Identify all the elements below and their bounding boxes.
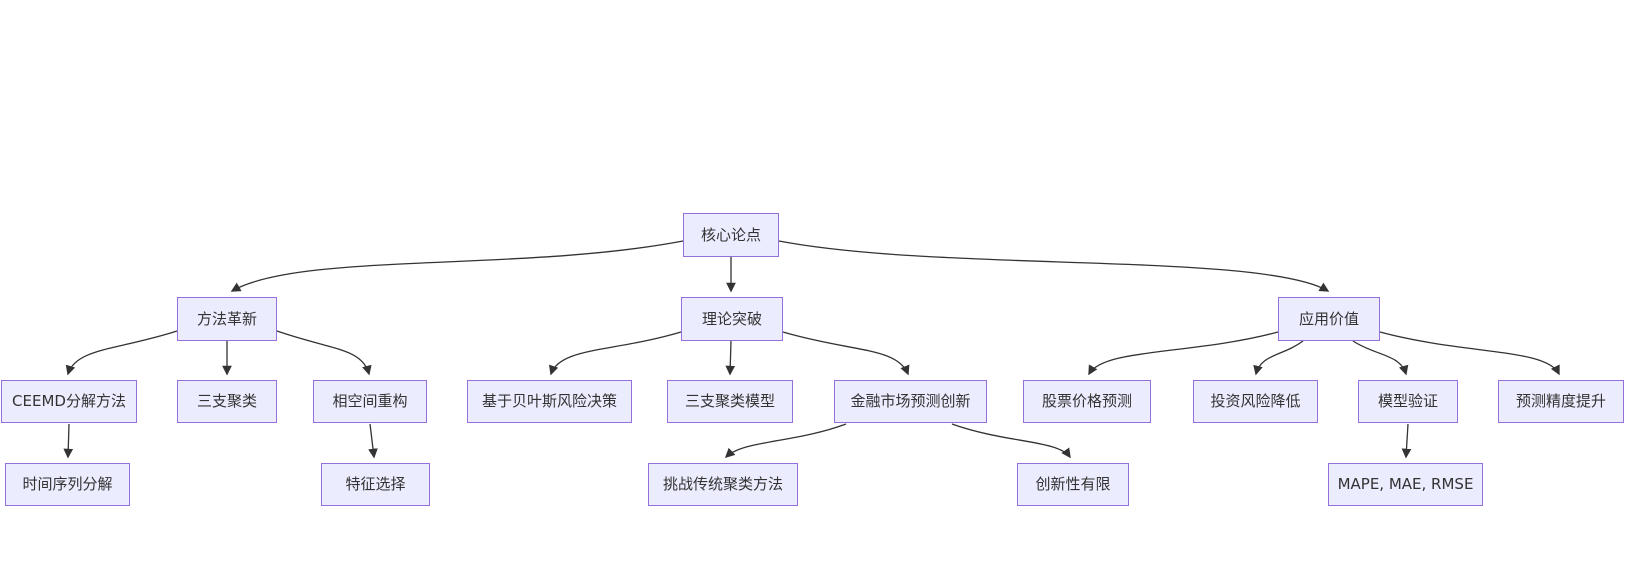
edge-theory-breakthrough-financial-market: [782, 331, 910, 376]
node-evaluation-metrics: MAPE, MAE, RMSE: [1328, 463, 1483, 506]
edge-application-value-investment-risk: [1253, 340, 1304, 376]
edge-method-innovation-phase-space: [276, 330, 372, 376]
node-time-series-decomposition: 时间序列分解: [5, 463, 130, 506]
node-stock-price-prediction: 股票价格预测: [1023, 380, 1151, 423]
node-application-value: 应用价值: [1278, 297, 1380, 341]
node-method-innovation: 方法革新: [177, 297, 277, 341]
edge-core-thesis-method-innovation: [230, 240, 684, 292]
node-core-thesis: 核心论点: [683, 213, 779, 257]
edge-application-value-prediction-accuracy: [1379, 331, 1560, 376]
node-model-validation: 模型验证: [1358, 380, 1458, 423]
node-three-way-clustering: 三支聚类: [177, 380, 277, 423]
edge-financial-market-challenge-clustering: [724, 423, 847, 459]
edge-application-value-stock-price: [1088, 331, 1279, 376]
node-investment-risk-reduction: 投资风险降低: [1193, 380, 1318, 423]
edge-theory-breakthrough-three-way-model: [725, 340, 736, 376]
node-three-way-clustering-model: 三支聚类模型: [667, 380, 793, 423]
edge-core-thesis-application-value: [778, 240, 1330, 292]
edge-application-value-model-validation: [1352, 340, 1409, 376]
node-bayesian-risk-decision: 基于贝叶斯风险决策: [467, 380, 632, 423]
edge-phase-space-feature-selection: [368, 423, 378, 459]
node-challenge-traditional-clustering: 挑战传统聚类方法: [648, 463, 798, 506]
edge-model-validation-metrics: [1401, 423, 1412, 459]
edge-financial-market-limited-innovation: [951, 423, 1071, 459]
node-feature-selection: 特征选择: [321, 463, 430, 506]
node-ceemd-decomposition: CEEMD分解方法: [1, 380, 137, 423]
node-limited-innovation: 创新性有限: [1017, 463, 1129, 506]
edge-ceemd-time-series-decomposition: [63, 423, 74, 459]
node-prediction-accuracy-improvement: 预测精度提升: [1498, 380, 1624, 423]
node-financial-market-prediction: 金融市场预测创新: [834, 380, 987, 423]
edge-theory-breakthrough-bayesian-risk: [549, 331, 682, 376]
node-phase-space-reconstruction: 相空间重构: [313, 380, 427, 423]
node-theory-breakthrough: 理论突破: [681, 297, 783, 341]
edge-method-innovation-ceemd: [65, 330, 178, 376]
